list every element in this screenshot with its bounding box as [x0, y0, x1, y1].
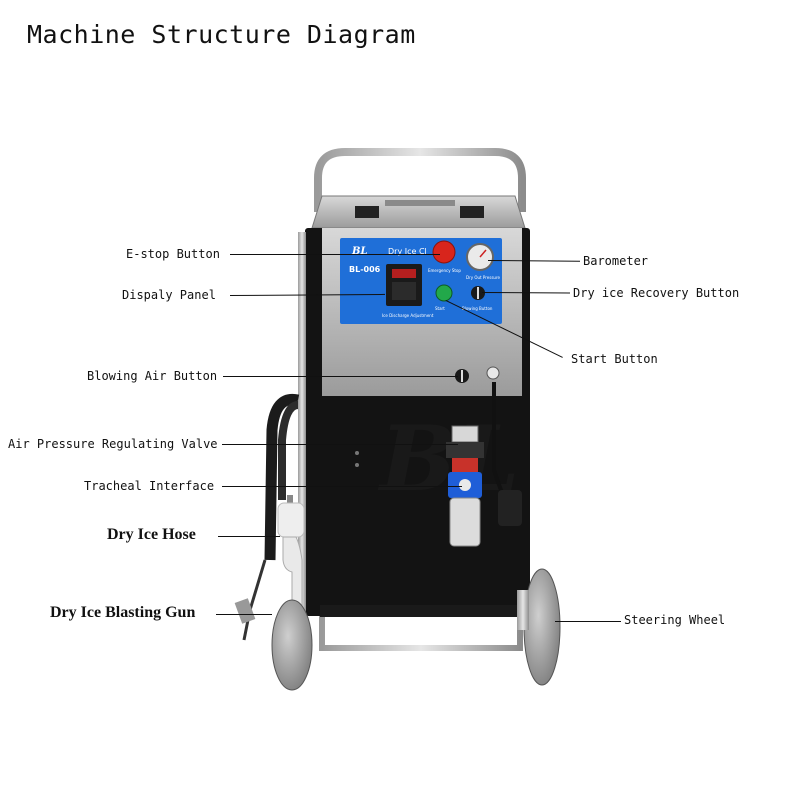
- start-button: [435, 284, 453, 302]
- filter-bowl: [449, 497, 481, 547]
- label-barometer: Barometer: [583, 254, 649, 268]
- panel-emergency-label: Emergency Stop: [428, 268, 461, 273]
- steering-wheel: [523, 568, 561, 686]
- panel-adjust-label: Ice Discharge Adjustment: [382, 313, 434, 318]
- chassis-frame: [319, 616, 523, 651]
- left-wheel: [271, 599, 313, 691]
- air-connector: [486, 366, 500, 380]
- display-screen: [392, 269, 416, 278]
- label-tracheal-interface: Tracheal Interface: [84, 479, 215, 493]
- label-steering-wheel: Steering Wheel: [624, 613, 726, 627]
- estop-leader: [230, 254, 440, 255]
- dry-ice-hose-fitting: [277, 502, 305, 538]
- blowing-leader: [223, 376, 458, 377]
- label-recovery-button: Dry ice Recovery Button: [573, 286, 740, 300]
- wheel-leader: [555, 621, 621, 622]
- regulator-knob: [452, 458, 478, 472]
- diagram-title: Machine Structure Diagram: [27, 20, 416, 49]
- gun-leader: [216, 614, 272, 615]
- panel-start-label: Start: [435, 306, 445, 311]
- dry-ice-hose-coil: [264, 393, 300, 561]
- label-dry-ice-blasting-gun: Dry Ice Blasting Gun: [50, 604, 196, 621]
- panel-brand: BL: [351, 246, 367, 257]
- lid-handle-bar: [385, 200, 455, 206]
- handle: [314, 148, 526, 212]
- label-air-pressure-valve: Air Pressure Regulating Valve: [8, 437, 218, 451]
- lid-latch-right: [460, 206, 484, 218]
- panel-recovery-label: Dry Out Pressure: [466, 275, 501, 280]
- tracheal-leader: [222, 486, 462, 487]
- label-dry-ice-hose: Dry Ice Hose: [107, 526, 196, 543]
- valve-leader: [222, 444, 458, 445]
- label-start-button: Start Button: [571, 352, 658, 366]
- lid-latch-left: [355, 206, 379, 218]
- panel-blowing-label: Blowing Button: [462, 306, 493, 311]
- regulator-gauge: [451, 425, 479, 443]
- hose-leader: [218, 536, 280, 537]
- label-estop-button: E-stop Button: [126, 247, 220, 261]
- label-blowing-air-button: Blowing Air Button: [87, 369, 218, 383]
- estop-button: [432, 240, 456, 264]
- panel-model: BL-006: [349, 265, 381, 274]
- panel-product: Dry Ice Cl: [388, 247, 427, 256]
- label-display-panel: Dispaly Panel: [122, 288, 216, 302]
